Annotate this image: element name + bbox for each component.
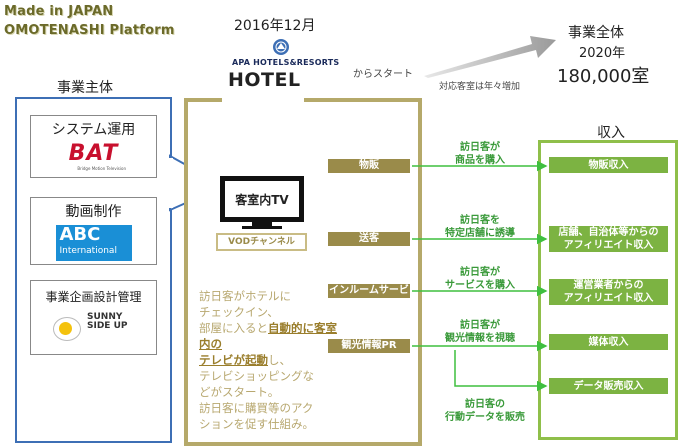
revenue-affiliate-stores: 店舗、自治体等からの アフィリエイト収入 xyxy=(549,226,668,252)
header-title-line2: OMOTENASHI Platform xyxy=(4,23,175,38)
operator-role: 動画制作 xyxy=(65,204,122,220)
hotel-platform-box xyxy=(184,98,422,446)
hotel-sign: HOTEL xyxy=(228,69,301,91)
tv-icon: 客室内TV xyxy=(220,176,306,236)
service-label-referral: 送客 xyxy=(328,232,410,246)
action-data-sales: 訪日客の 行動データを販売 xyxy=(445,399,525,423)
abc-logo-icon: ABC International xyxy=(55,225,132,261)
header-title-line1: Made in JAPAN xyxy=(4,4,114,19)
operator-role: 事業企画設計管理 xyxy=(45,290,142,304)
sunny-side-up-logo-icon: SUNNY SIDE UP xyxy=(53,313,143,349)
description-highlight: 自動的に客室内のテレビが起動 xyxy=(199,321,337,367)
total-year: 2020年 xyxy=(579,46,626,61)
revenue-data-sales: データ販売収入 xyxy=(549,378,668,394)
apa-brand: APA HOTELS&RESORTS xyxy=(232,58,340,67)
revenue-media: 媒体収入 xyxy=(549,334,668,350)
revenue-goods: 物販収入 xyxy=(549,157,668,173)
total-rooms: 180,000室 xyxy=(557,66,650,87)
vod-channel-badge: VODチャンネル xyxy=(216,233,307,251)
growth-arrow xyxy=(424,36,556,78)
service-label-inroom: インルームサービス xyxy=(328,284,410,310)
action-inroom: 訪日客が サービスを購入 xyxy=(445,267,515,291)
operators-title: 事業主体 xyxy=(57,80,113,96)
operator-system: システム運用 BAT Bridge Motion Television xyxy=(30,115,157,178)
total-label: 事業全体 xyxy=(568,25,624,41)
operator-role: システム運用 xyxy=(51,122,136,138)
revenue-affiliate-operators: 運営業者からの アフィリエイト収入 xyxy=(549,279,668,305)
apa-logo-icon xyxy=(273,39,289,55)
tv-label: 客室内TV xyxy=(235,192,289,207)
increase-label: 対応客室は年々増加 xyxy=(439,82,521,92)
start-label: からスタート xyxy=(353,69,413,80)
platform-description: 訪日客がホテルにチェックイン、部屋に入ると自動的に客室内のテレビが起動し、テレビ… xyxy=(199,289,337,431)
service-label-tourism: 観光情報PR xyxy=(328,339,410,353)
launch-date: 2016年12月 xyxy=(234,18,316,34)
revenue-title: 収入 xyxy=(597,125,625,141)
action-referral: 訪日客を 特定店舗に誘導 xyxy=(445,215,515,239)
action-goods: 訪日客が 商品を購入 xyxy=(455,142,505,166)
service-label-goods: 物販 xyxy=(328,159,410,173)
action-tourism: 訪日客が 観光情報を視聴 xyxy=(445,320,515,344)
bat-logo-icon: BAT xyxy=(68,141,119,166)
operator-video: 動画制作 ABC International xyxy=(30,197,157,265)
operator-planning: 事業企画設計管理 SUNNY SIDE UP xyxy=(30,280,157,355)
